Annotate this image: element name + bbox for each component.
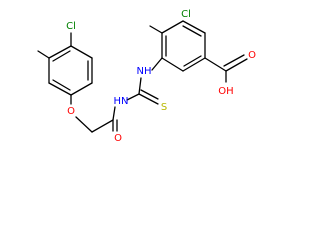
molecule-svg: Cl O O HN NH S Cl O OH xyxy=(37,9,256,144)
bond xyxy=(149,25,163,34)
atom-label-sulfur: S xyxy=(161,102,167,113)
atom-label-nitrogen-upper: NH xyxy=(137,66,152,77)
bond xyxy=(48,45,72,59)
bond xyxy=(138,77,142,95)
atom-label-oxygen-ether: O xyxy=(67,106,75,117)
bond xyxy=(204,57,227,72)
atom-label-nitrogen-amide: HN xyxy=(114,96,129,107)
bond xyxy=(161,20,184,34)
bond xyxy=(151,57,163,71)
bond xyxy=(70,82,93,96)
bond xyxy=(75,116,93,133)
bond xyxy=(37,50,50,59)
bond xyxy=(112,106,116,121)
bond xyxy=(223,54,245,67)
bond xyxy=(183,55,202,67)
atom-label-chlorine-right: Cl xyxy=(181,9,191,20)
atom-labels: Cl O O HN NH S Cl O OH xyxy=(66,9,256,144)
bond xyxy=(161,57,184,72)
bond xyxy=(70,45,93,59)
atom-label-hydroxyl-acid: OH xyxy=(218,86,233,97)
bond xyxy=(138,93,159,105)
atom-label-oxygen-acid: O xyxy=(248,50,256,61)
atom-label-oxygen-amide: O xyxy=(114,133,122,144)
bond xyxy=(52,50,71,62)
bond xyxy=(48,82,72,96)
molecule-diagram: Cl O O HN NH S Cl O OH xyxy=(37,9,257,144)
bond xyxy=(225,58,248,72)
bond xyxy=(182,20,206,34)
bond xyxy=(52,79,71,91)
atom-label-chlorine-left: Cl xyxy=(66,21,76,32)
bond xyxy=(126,93,140,101)
bond xyxy=(182,25,202,37)
bond xyxy=(140,89,159,100)
bond xyxy=(91,119,114,133)
bond xyxy=(182,57,206,72)
bond-lines xyxy=(37,20,248,133)
